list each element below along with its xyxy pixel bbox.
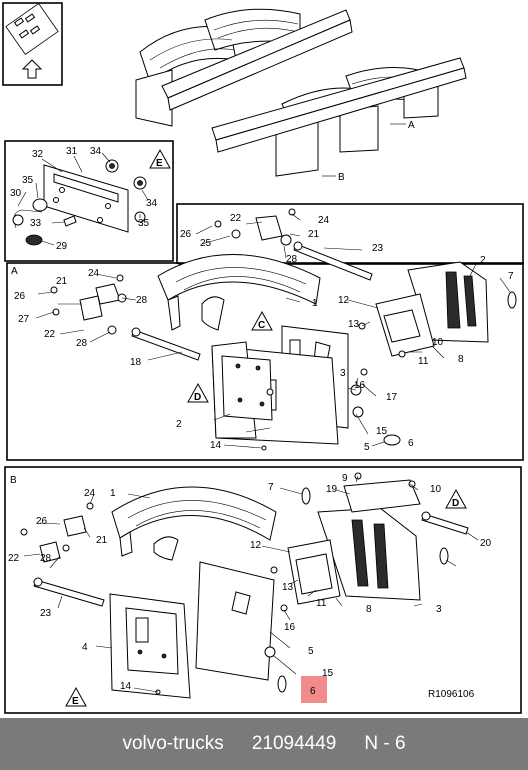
panel-a-label-12: 13 bbox=[348, 319, 360, 330]
panel-b-label-1: 9 bbox=[342, 473, 348, 484]
panel-a-label-21: 22 bbox=[44, 329, 56, 340]
panel-a: A bbox=[6, 203, 524, 461]
overview-label-b: B bbox=[338, 172, 345, 183]
panel-b-label-5: 19 bbox=[326, 484, 338, 495]
panel-a-label-28: 2 bbox=[176, 419, 182, 430]
panel-a-label-27: 15 bbox=[376, 426, 388, 437]
panel-a-label-25: 16 bbox=[354, 380, 366, 391]
panel-b-label-11: 28 bbox=[40, 553, 52, 564]
panel-b-label-16: 8 bbox=[366, 604, 372, 615]
panel-a-label-5: 21 bbox=[308, 229, 320, 240]
panel-b-label-21: 15 bbox=[322, 668, 334, 679]
panel-a-label-15: 8 bbox=[458, 354, 464, 365]
inset-label-3: 34 bbox=[90, 146, 102, 157]
panel-b-label-2: 24 bbox=[84, 488, 96, 499]
panel-a-section-label: A bbox=[11, 266, 18, 277]
panel-a-label-9: 7 bbox=[508, 271, 514, 282]
inset-label-9: 29 bbox=[56, 241, 68, 252]
panel-a-label-29: 5 bbox=[364, 442, 370, 453]
inset-callouts: 32 31 34 30 35 34 33 35 29 bbox=[10, 146, 158, 252]
panel-a-label-3: 22 bbox=[230, 213, 242, 224]
panel-b-label-3: 1 bbox=[110, 488, 116, 499]
panel-a-label-30: 14 bbox=[210, 440, 222, 451]
panel-a-label-8: 2 bbox=[480, 255, 486, 266]
panel-b-label-13: 13 bbox=[282, 582, 294, 593]
panel-b-label-17: 3 bbox=[436, 604, 442, 615]
inset-label-2: 31 bbox=[66, 146, 78, 157]
exploded-parts-diagram: A B E 32 31 34 30 35 bbox=[2, 2, 524, 714]
panel-a-callouts: 26 25 22 24 21 28 23 2 7 1 12 13 10 11 8… bbox=[14, 213, 514, 453]
panel-a-triangle-d: D bbox=[194, 392, 201, 403]
panel-a-label-14: 11 bbox=[418, 356, 429, 367]
panel-b-label-6: 7 bbox=[268, 482, 274, 493]
panel-a-label-4: 24 bbox=[318, 215, 330, 226]
panel-b-label-15: 23 bbox=[40, 608, 52, 619]
footer-bar: volvo-trucks 21094449 N - 6 bbox=[0, 718, 528, 770]
footer-part-number: 21094449 bbox=[251, 733, 337, 754]
panel-a-label-19: 21 bbox=[56, 276, 68, 287]
panel-a-label-18: 27 bbox=[18, 314, 30, 325]
reference-code: R1096106 bbox=[428, 689, 475, 700]
inset-label-6: 34 bbox=[146, 198, 158, 209]
panel-a-label-20: 28 bbox=[136, 295, 148, 306]
panel-b-label-12: 12 bbox=[250, 540, 262, 551]
panel-b: B bbox=[4, 466, 522, 714]
panel-a-label-24: 3 bbox=[340, 368, 346, 379]
panel-b-callouts: 9 24 1 10 19 7 20 26 21 22 28 12 13 11 2… bbox=[8, 473, 492, 697]
bracket-inset: E 32 31 34 30 35 34 33 35 29 bbox=[4, 140, 174, 262]
panel-b-label-10: 22 bbox=[8, 553, 20, 564]
panel-b-label-14: 11 bbox=[316, 598, 327, 609]
panel-a-label-22: 28 bbox=[76, 338, 88, 349]
panel-a-label-17: 26 bbox=[14, 291, 26, 302]
panel-a-label-31: 6 bbox=[408, 438, 414, 449]
footer-position: N - 6 bbox=[364, 733, 406, 754]
panel-b-label-18: 16 bbox=[284, 622, 296, 633]
panel-a-label-7: 23 bbox=[372, 243, 384, 254]
panel-a-label-23: 18 bbox=[130, 357, 142, 368]
panel-a-label-6: 28 bbox=[286, 254, 298, 265]
inset-label-7: 33 bbox=[30, 218, 42, 229]
panel-b-label-4: 10 bbox=[430, 484, 442, 495]
panel-b-label-20: 5 bbox=[308, 646, 314, 657]
truck-outline-icon bbox=[5, 3, 59, 55]
panel-b-label-9: 21 bbox=[96, 535, 108, 546]
panel-a-label-11: 12 bbox=[338, 295, 350, 306]
inset-label-5: 35 bbox=[22, 175, 34, 186]
inset-label-8: 35 bbox=[138, 218, 150, 229]
panel-a-label-26: 17 bbox=[386, 392, 398, 403]
overview-drawing: A B bbox=[135, 8, 467, 183]
panel-a-label-16: 24 bbox=[88, 268, 100, 279]
inset-label-1: 32 bbox=[32, 149, 44, 160]
panel-a-triangle-c: C bbox=[258, 320, 265, 331]
panel-a-label-2: 25 bbox=[200, 238, 212, 249]
footer-brand: volvo-trucks bbox=[122, 733, 224, 754]
inset-label-4: 30 bbox=[10, 188, 22, 199]
panel-b-label-7: 20 bbox=[480, 538, 492, 549]
panel-b-label-23: 6 bbox=[310, 686, 316, 697]
panel-b-triangle-e: E bbox=[72, 696, 79, 707]
orientation-box bbox=[2, 2, 63, 86]
inset-triangle-e: E bbox=[156, 158, 163, 169]
panel-b-triangle-d: D bbox=[452, 498, 459, 509]
panel-a-label-10: 1 bbox=[312, 298, 318, 309]
panel-b-label-19: 4 bbox=[82, 642, 88, 653]
panel-a-label-1: 26 bbox=[180, 229, 192, 240]
panel-a-label-13: 10 bbox=[432, 337, 444, 348]
overview-label-a: A bbox=[408, 120, 415, 131]
highlighted-part-marker bbox=[301, 676, 327, 703]
panel-b-label-8: 26 bbox=[36, 516, 48, 527]
up-arrow-icon bbox=[21, 59, 43, 79]
panel-b-section-label: B bbox=[10, 475, 17, 486]
panel-b-label-22: 14 bbox=[120, 681, 132, 692]
